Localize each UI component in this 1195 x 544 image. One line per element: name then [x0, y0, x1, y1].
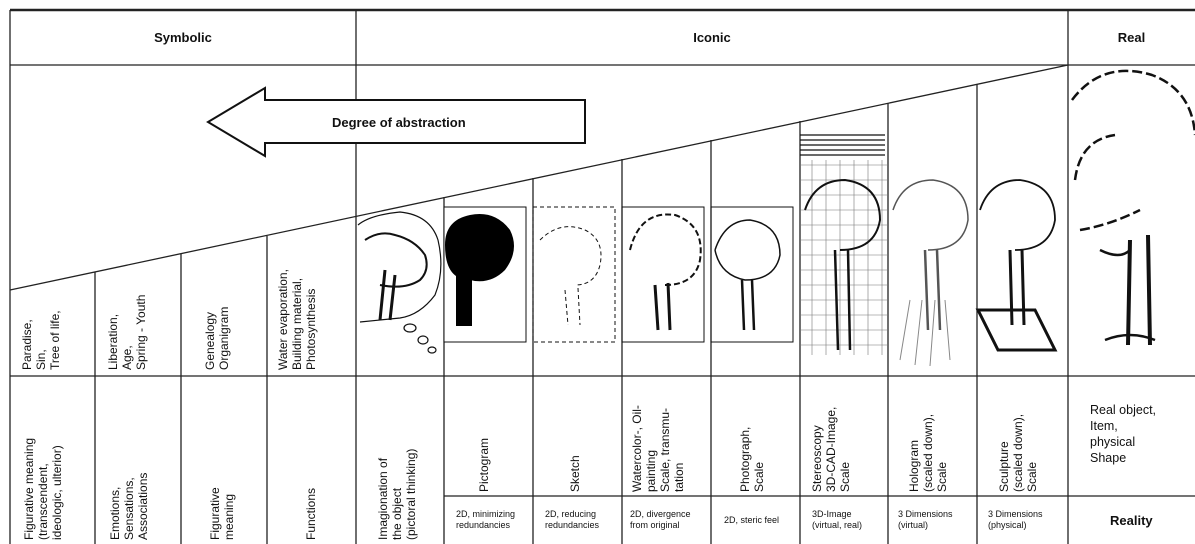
small-label-sketch: 2D, reducing redundancies — [545, 509, 600, 530]
header-real: Real — [1117, 30, 1146, 45]
tree-photograph — [710, 206, 794, 343]
lower-label-photograph: Photograph, Scale — [738, 426, 766, 492]
header-iconic: Iconic — [693, 30, 731, 45]
tree-pictogram — [443, 206, 527, 343]
small-label-watercolor: 2D, divergence from original — [630, 509, 691, 530]
lower-label-hologram: Hologram (scaled down), Scale — [907, 413, 949, 492]
tree-sculpture — [975, 179, 1058, 352]
lower-label-imagination: Imagionation of the object (pictoral thi… — [376, 448, 418, 540]
real-object-label: Real object, Item, physical Shape — [1090, 403, 1157, 465]
tree-stereoscopy — [800, 134, 888, 355]
lower-label-stereoscopy: Stereoscopy 3D-CAD-Image, Scale — [810, 406, 852, 492]
lower-label-pictogram: Pictogram — [477, 437, 491, 492]
upper-label-2: Liberation, Age, Spring - Youth — [106, 294, 148, 370]
small-label-hologram: 3 Dimensions (virtual) — [898, 509, 953, 530]
tree-sketch — [532, 206, 616, 343]
header-symbolic: Symbolic — [154, 30, 212, 45]
lower-label-figurative: Figurative meaning — [208, 487, 236, 540]
tree-thought-bubble — [357, 211, 442, 354]
abstraction-arrow — [206, 86, 586, 158]
small-label-photograph: 2D, steric feel — [724, 515, 780, 525]
small-label-sculpture: 3 Dimensions (physical) — [988, 509, 1043, 530]
tree-hologram — [892, 179, 969, 367]
lower-label-sketch: Sketch — [568, 455, 582, 492]
small-label-stereoscopy: 3D-Image (virtual, real) — [812, 509, 863, 530]
upper-label-1: Paradise, Sin, Tree of life, — [20, 310, 62, 370]
lower-label-watercolor: Watercolor-, Oil- painting Scale, transm… — [630, 405, 686, 492]
small-label-pictogram: 2D, minimizing redundancies — [456, 509, 516, 530]
lower-label-figurative-transcendent: Figurative meaning (transcendent, ideolo… — [22, 437, 64, 540]
lower-label-functions: Functions — [304, 487, 318, 540]
lower-label-emotions: Emotions, Sensations, Associations — [108, 472, 150, 540]
tree-real — [1071, 69, 1195, 346]
tree-watercolor — [621, 206, 705, 343]
upper-label-3: Genealogy Organigram — [203, 306, 231, 370]
arrow-label: Degree of abstraction — [332, 115, 466, 130]
lower-label-sculpture: Sculpture (scaled down), Scale — [997, 413, 1039, 492]
upper-label-4: Water evaporation, Building material, Ph… — [276, 269, 318, 370]
reality-label: Reality — [1110, 513, 1153, 528]
